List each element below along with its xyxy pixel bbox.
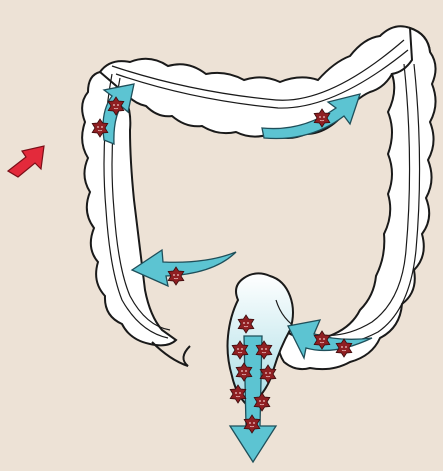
- flow-arrows: [103, 84, 372, 462]
- transverse-colon: [100, 26, 430, 138]
- pointer-arrow-icon: [8, 146, 44, 177]
